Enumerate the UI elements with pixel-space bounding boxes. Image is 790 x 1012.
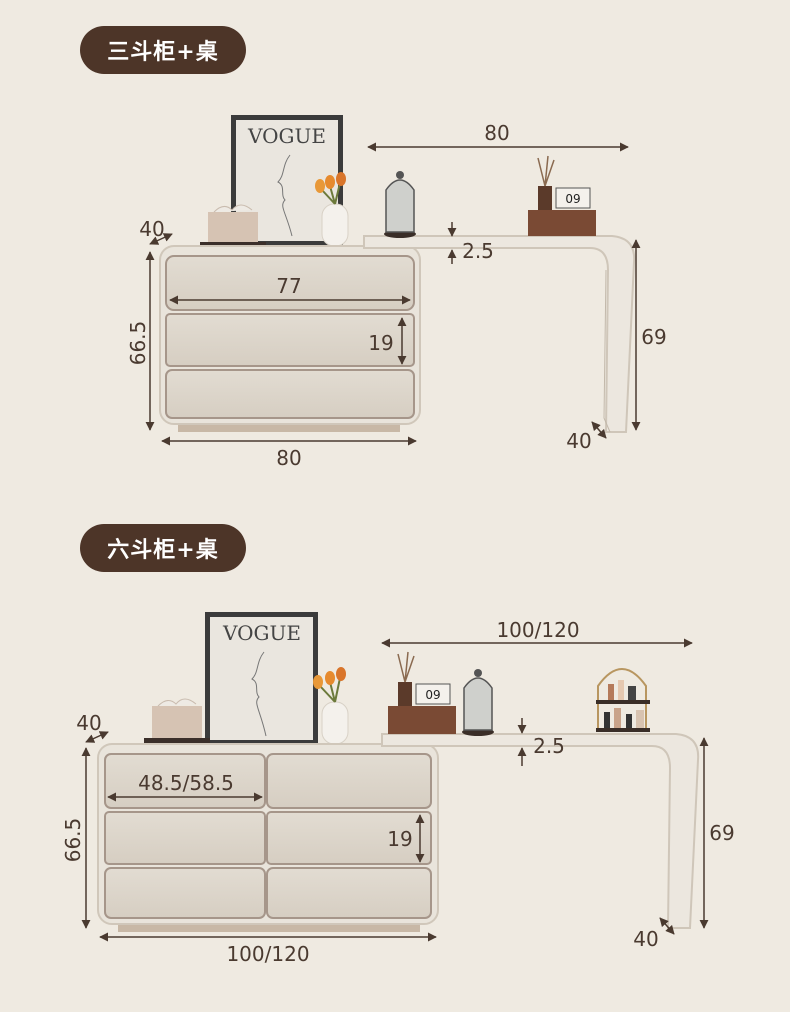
six-drawer-cabinet — [97, 743, 439, 932]
dim-top-thickness: 2.5 — [462, 239, 494, 263]
dim-leg-depth: 40 — [633, 927, 658, 951]
dim-leg-height: 69 — [709, 821, 734, 845]
dim-desk-width: 80 — [484, 121, 509, 145]
dim-desk-width: 100/120 — [496, 618, 579, 642]
section-2-dimensions: 100/120 40 2.5 48.5/58.5 66.5 19 69 40 — [61, 618, 735, 966]
section-1-badge-label: 三斗柜+桌 — [107, 39, 219, 65]
dim-drawer-width: 48.5/58.5 — [138, 771, 234, 795]
calendar-number: 09 — [565, 192, 580, 206]
dim-depth: 40 — [76, 711, 101, 735]
vogue-poster: VOGUE — [205, 612, 318, 744]
dim-drawer-height: 19 — [387, 827, 412, 851]
dim-cabinet-width: 100/120 — [226, 942, 309, 966]
section-2-badge-label: 六斗柜+桌 — [107, 537, 219, 563]
diffuser-and-calendar: 09 — [388, 651, 456, 734]
dim-leg-depth: 40 — [566, 429, 591, 453]
section-1-illustration: VOGUE — [126, 115, 667, 470]
section-1-badge: 三斗柜+桌 — [80, 26, 246, 74]
dim-drawer-height: 19 — [368, 331, 393, 355]
dim-height: 66.5 — [126, 321, 150, 366]
tissue-box — [144, 698, 210, 745]
dim-drawer-width: 77 — [276, 274, 301, 298]
section-2-badge: 六斗柜+桌 — [80, 524, 246, 572]
glass-cloche — [384, 171, 416, 238]
poster-title: VOGUE — [222, 621, 301, 645]
dim-leg-height: 69 — [641, 325, 666, 349]
dim-cabinet-width: 80 — [276, 446, 301, 470]
section-2-illustration: VOGUE — [61, 612, 735, 966]
section-1-dimensions: 80 40 2.5 77 66.5 19 69 40 80 — [126, 121, 667, 470]
dim-top-thickness: 2.5 — [533, 734, 565, 758]
calendar-number: 09 — [425, 688, 440, 702]
dim-height: 66.5 — [61, 818, 85, 863]
dim-depth: 40 — [139, 217, 164, 241]
tulip-vase — [313, 667, 349, 745]
diffuser-and-calendar: 09 — [528, 155, 596, 236]
poster-title: VOGUE — [247, 124, 326, 148]
cosmetics-tray — [596, 668, 650, 732]
glass-cloche — [462, 669, 494, 736]
